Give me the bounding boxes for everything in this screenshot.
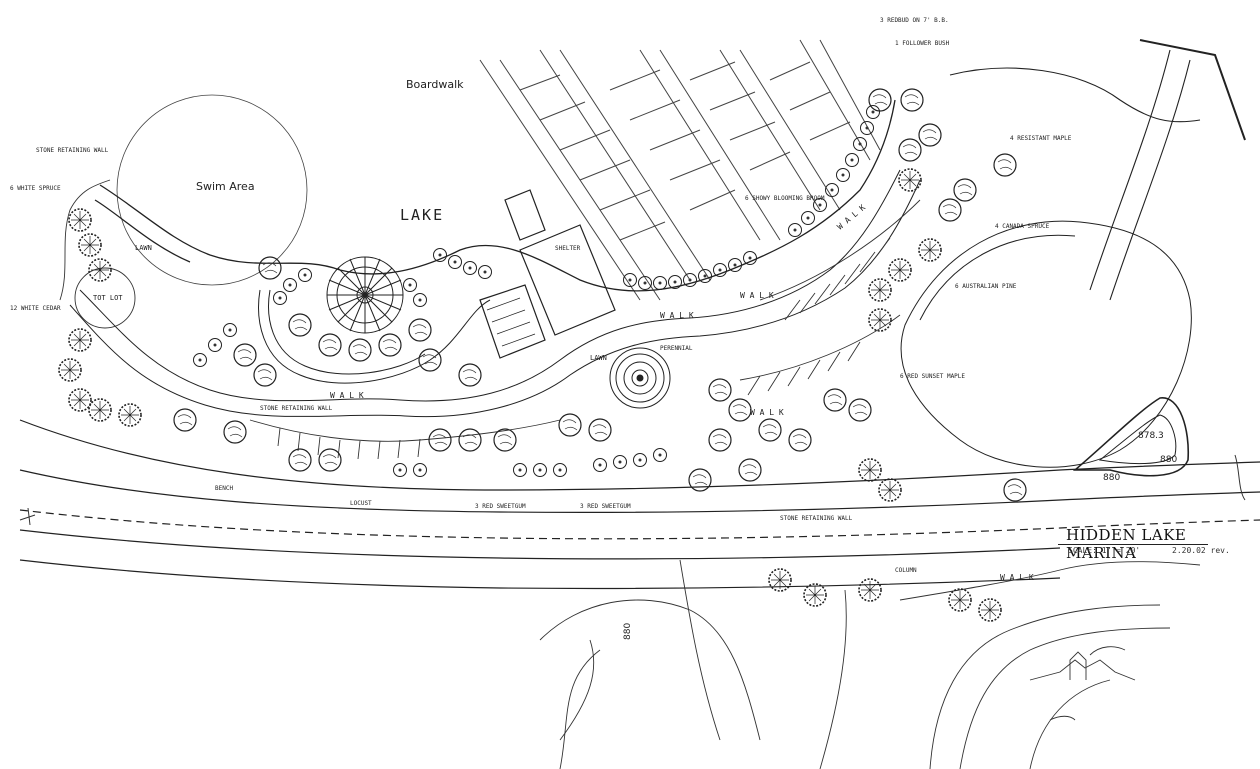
plant-note: STONE RETAINING WALL bbox=[36, 147, 109, 154]
sketch-vignette bbox=[1029, 646, 1136, 721]
walk-label-2: W A L K bbox=[660, 311, 694, 320]
plant-note: 3 RED SWEETGUM bbox=[580, 503, 631, 510]
marina-building bbox=[479, 189, 616, 359]
pond bbox=[900, 220, 1192, 468]
boardwalk-label: Boardwalk bbox=[406, 78, 464, 91]
plant-note: 6 AUSTRALIAN PINE bbox=[955, 283, 1017, 290]
plant-note: 6 RED SUNSET MAPLE bbox=[900, 373, 965, 380]
plant-note: STONE RETAINING WALL bbox=[260, 405, 333, 412]
boardwalk-docks bbox=[479, 39, 881, 301]
planting-trees bbox=[173, 88, 1027, 502]
spot-grade-island bbox=[1072, 397, 1190, 477]
walk-label-3: W A L K bbox=[740, 291, 774, 300]
shoreline bbox=[94, 99, 896, 292]
walk-label-4: W A L K bbox=[836, 203, 868, 232]
plant-note: STONE RETAINING WALL bbox=[780, 515, 853, 522]
plant-note: SHELTER bbox=[555, 245, 581, 252]
plant-note: LOCUST bbox=[350, 500, 372, 507]
plant-note: 3 RED SWEETGUM bbox=[475, 503, 526, 510]
lower-parking bbox=[249, 419, 561, 460]
plant-note: BENCH bbox=[215, 485, 233, 492]
lawn-label-2: LAWN bbox=[590, 354, 607, 362]
swim-area bbox=[116, 94, 308, 286]
plan-title: HIDDEN LAKE MARINA bbox=[1066, 526, 1187, 562]
contour-label-880: 880 bbox=[623, 623, 633, 640]
walk-label-5: W A L K bbox=[750, 408, 784, 417]
tot-lot-label: TOT LOT bbox=[93, 294, 123, 302]
edge-ticks bbox=[19, 454, 1246, 526]
planting-notes: 3 REDBUD ON 7' B.B. 1 FOLLOWER BUSH 4 RE… bbox=[10, 17, 1072, 574]
left-edge-boundary bbox=[59, 179, 136, 329]
swim-area-label: Swim Area bbox=[196, 180, 255, 193]
title-underline bbox=[1058, 544, 1208, 545]
walk-label-1: W A L K bbox=[330, 391, 364, 400]
plant-note: COLUMN bbox=[895, 567, 917, 574]
radial-plaza bbox=[326, 256, 404, 334]
plan-scale: SCALE: 1" = 20' bbox=[1068, 546, 1141, 555]
plant-note: 3 REDBUD ON 7' B.B. bbox=[880, 17, 949, 24]
lake-label: LAKE bbox=[400, 206, 444, 224]
upper-parking bbox=[739, 199, 921, 396]
spot-grade-880b: 880 bbox=[1160, 455, 1177, 465]
plant-note: PERENNIAL bbox=[660, 345, 693, 352]
walk-label-6: W A L K bbox=[1000, 573, 1034, 582]
plan-date: 2.20.02 rev. bbox=[1172, 546, 1230, 555]
plant-note: 6 SHOWY BLOOMING BROOM bbox=[745, 195, 825, 202]
spot-grade-878: 878.3 bbox=[1138, 431, 1164, 441]
spot-grade-880: 880 bbox=[1103, 473, 1120, 483]
lawn-label-1: LAWN bbox=[135, 244, 152, 252]
plant-note: 6 WHITE SPRUCE bbox=[10, 185, 61, 192]
planting-conifers bbox=[58, 168, 1002, 622]
plant-note: 12 WHITE CEDAR bbox=[10, 305, 61, 312]
lower-contours bbox=[539, 559, 1201, 769]
fountain-plaza bbox=[609, 347, 671, 409]
plant-note: 4 CANADA SPRUCE bbox=[995, 223, 1050, 230]
main-road bbox=[19, 419, 1260, 590]
access-road bbox=[949, 39, 1246, 301]
plaza-walks bbox=[69, 169, 921, 418]
plant-note: 1 FOLLOWER BUSH bbox=[895, 40, 950, 47]
plant-note: 4 RESISTANT MAPLE bbox=[1010, 135, 1072, 142]
